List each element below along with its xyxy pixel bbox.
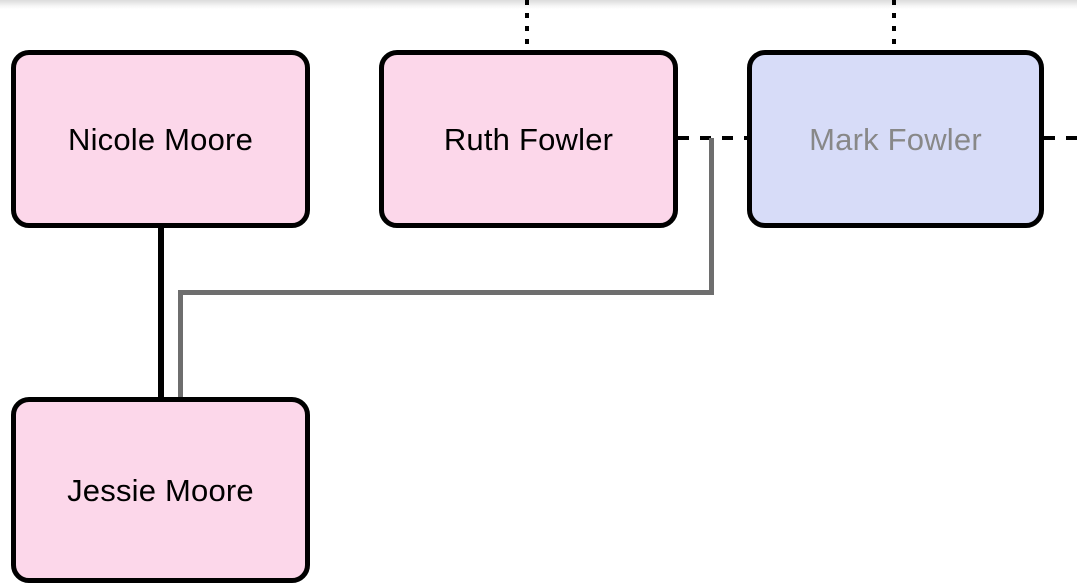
person-label: Ruth Fowler [443, 121, 614, 157]
person-label: Jessie Moore [67, 472, 254, 508]
person-node-jessie-moore[interactable]: Jessie Moore [11, 397, 310, 583]
person-label: Nicole Moore [67, 121, 254, 157]
ancestry-stub-ruth-icon [525, 0, 529, 50]
descent-line-union-vertical [709, 138, 714, 295]
descent-line-union-horizontal [178, 290, 714, 295]
person-node-mark-fowler[interactable]: Mark Fowler [747, 50, 1044, 228]
descent-line-union-drop [178, 290, 183, 399]
person-node-nicole-moore[interactable]: Nicole Moore [11, 50, 310, 228]
person-node-ruth-fowler[interactable]: Ruth Fowler [379, 50, 678, 228]
partnership-line-mark-offscreen [1044, 136, 1077, 140]
person-label: Mark Fowler [809, 121, 982, 157]
descent-line-nicole-jessie [158, 227, 164, 399]
ancestry-stub-mark-icon [892, 0, 896, 50]
top-shadow-band [0, 0, 1077, 9]
